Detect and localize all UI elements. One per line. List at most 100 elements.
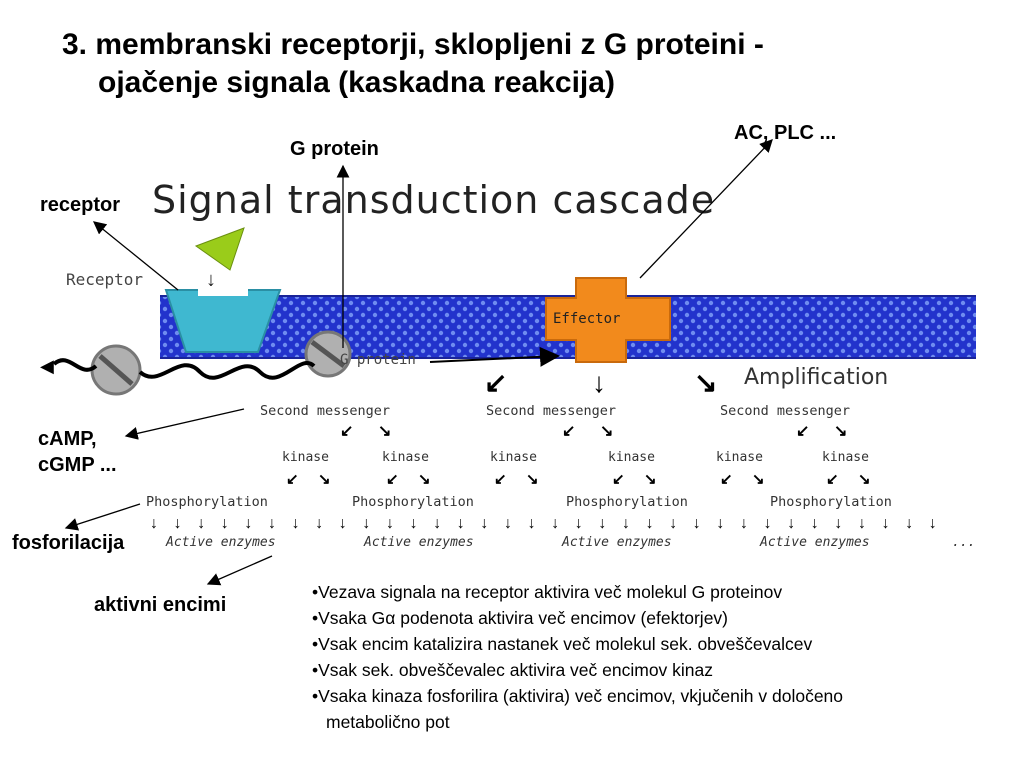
- down-arrow-icon: ↓: [693, 515, 701, 532]
- down-arrow-icon: ↓: [244, 515, 252, 532]
- kinase-4: kinase: [608, 450, 655, 465]
- svg-text:↙: ↙: [340, 423, 353, 440]
- down-arrow-icon: ↓: [882, 515, 890, 532]
- amp-arrow-left-icon: ↙: [484, 367, 507, 398]
- down-arrow-icon: ↓: [174, 515, 182, 532]
- encimi-annotation-arrow: [206, 555, 273, 586]
- second-messenger-row: Second messenger Second messenger Second…: [260, 403, 850, 419]
- down-arrow-icon: ↓: [150, 515, 158, 532]
- svg-text:↙: ↙: [286, 471, 299, 488]
- gprotein-to-effector-arrow: [429, 346, 560, 367]
- down-arrow-icon: ↓: [646, 515, 654, 532]
- down-arrow-icon: ↓: [268, 515, 276, 532]
- down-arrow-icon: ↓: [362, 515, 370, 532]
- svg-text:↙: ↙: [826, 471, 839, 488]
- svg-text:↘: ↘: [418, 471, 431, 488]
- svg-text:↘: ↘: [644, 471, 657, 488]
- second-messenger-3: Second messenger: [720, 403, 850, 419]
- svg-text:↘: ↘: [526, 471, 539, 488]
- down-arrow-icon: ↓: [197, 515, 205, 532]
- svg-text:↙: ↙: [720, 471, 733, 488]
- kinase-2: kinase: [382, 450, 429, 465]
- g-protein-inactive: [90, 344, 142, 396]
- amp-arrow-down-icon: ↓: [592, 367, 606, 398]
- ac-plc-annotation-arrow: [639, 139, 773, 279]
- kinase-3: kinase: [490, 450, 537, 465]
- phosphorylation-2: Phosphorylation: [352, 494, 474, 510]
- svg-text:↙: ↙: [494, 471, 507, 488]
- svg-text:↘: ↘: [834, 423, 847, 440]
- down-arrow-icon: ↓: [834, 515, 842, 532]
- figure-gprotein-label: G protein: [340, 352, 416, 368]
- down-arrow-icon: ↓: [787, 515, 795, 532]
- figure-receptor-label: Receptor: [66, 270, 143, 289]
- fosforilacija-annotation-arrow: [64, 503, 141, 531]
- down-arrow-icon: ↓: [457, 515, 465, 532]
- bullet-list: •Vezava signala na receptor aktivira več…: [312, 579, 1020, 735]
- down-arrow-icon: ↓: [551, 515, 559, 532]
- receptor-cup: [198, 286, 248, 296]
- down-arrow-icon: ↓: [929, 515, 937, 532]
- down-arrow-icon: ↓: [504, 515, 512, 532]
- kinase-row: kinase kinase kinase kinase kinase kinas…: [282, 450, 869, 465]
- camp-label: cAMP, cGMP ...: [38, 426, 117, 478]
- receptor-annotation-arrow: [92, 221, 179, 291]
- kinase-1: kinase: [282, 450, 329, 465]
- camp-label-line-1: cAMP,: [38, 428, 97, 450]
- svg-text:↙: ↙: [612, 471, 625, 488]
- signal-wave: [52, 358, 316, 380]
- g-protein-active: [304, 330, 352, 378]
- amp-arrow-right-icon: ↘: [694, 367, 717, 398]
- svg-text:↙: ↙: [562, 423, 575, 440]
- down-arrow-icon: ↓: [740, 515, 748, 532]
- svg-text:↘: ↘: [858, 471, 871, 488]
- svg-text:↘: ↘: [378, 423, 391, 440]
- down-arrow-icon: ↓: [315, 515, 323, 532]
- fosforilacija-label: fosforilacija: [12, 532, 125, 554]
- down-arrow-icon: ↓: [622, 515, 630, 532]
- ac-plc-label: AC, PLC ...: [734, 122, 837, 144]
- title-line-1: 3. membranski receptorji, sklopljeni z G…: [62, 28, 764, 61]
- svg-text:↙: ↙: [386, 471, 399, 488]
- figure-amplification-label: Amplification: [744, 365, 888, 390]
- messenger-arrows: ↙↘ ↙↘ ↙↘: [340, 423, 847, 440]
- camp-label-line-2: cGMP ...: [38, 454, 117, 476]
- phosphorylation-4: Phosphorylation: [770, 494, 892, 510]
- down-arrow-icon: ↓: [410, 515, 418, 532]
- receptor-label: receptor: [40, 194, 121, 216]
- active-enzymes-2: Active enzymes: [363, 535, 474, 550]
- down-arrow-icon: ↓: [575, 515, 583, 532]
- active-enzymes-1: Active enzymes: [165, 535, 276, 550]
- phospho-down-arrows: ↓↓↓↓↓↓↓↓↓↓↓↓↓↓↓↓↓↓↓↓↓↓↓↓↓↓↓↓↓↓↓↓↓↓: [150, 515, 937, 532]
- svg-text:↘: ↘: [318, 471, 331, 488]
- down-arrow-icon: ↓: [716, 515, 724, 532]
- down-arrow-icon: ↓: [811, 515, 819, 532]
- down-arrow-icon: ↓: [386, 515, 394, 532]
- phosphorylation-row: Phosphorylation Phosphorylation Phosphor…: [146, 494, 892, 510]
- down-arrow-icon: ↓: [905, 515, 913, 532]
- down-arrow-icon: ↓: [858, 515, 866, 532]
- bullet-item-5: •Vsaka kinaza fosforilira (aktivira) več…: [312, 686, 844, 706]
- bullet-item-4: •Vsak sek. obveščevalec aktivira več enc…: [312, 660, 714, 680]
- kinase-6: kinase: [822, 450, 869, 465]
- figure-heading: Signal transduction cascade: [152, 178, 715, 222]
- active-enzymes-ellipsis: ...: [952, 535, 975, 550]
- down-arrow-icon: ↓: [433, 515, 441, 532]
- active-enzymes-3: Active enzymes: [561, 535, 672, 550]
- kinase-5: kinase: [716, 450, 763, 465]
- second-messenger-1: Second messenger: [260, 403, 390, 419]
- down-arrow-icon: ↓: [764, 515, 772, 532]
- svg-text:↙: ↙: [796, 423, 809, 440]
- down-arrow-icon: ↓: [339, 515, 347, 532]
- aktivni-encimi-label: aktivni encimi: [94, 594, 227, 616]
- bullet-item-3: •Vsak encim katalizira nastanek več mole…: [312, 634, 813, 654]
- down-arrow-icon: ↓: [480, 515, 488, 532]
- down-arrow-icon: ↓: [528, 515, 536, 532]
- down-arrow-icon: ↓: [292, 515, 300, 532]
- title-line-2: ojačenje signala (kaskadna reakcija): [98, 66, 615, 99]
- bullet-item-1: •Vezava signala na receptor aktivira več…: [312, 582, 783, 602]
- g-protein-label: G protein: [290, 138, 379, 160]
- bullet-item-5-continued: metabolično pot: [326, 712, 450, 732]
- wave-left-arrow-icon: ◀: [40, 356, 54, 376]
